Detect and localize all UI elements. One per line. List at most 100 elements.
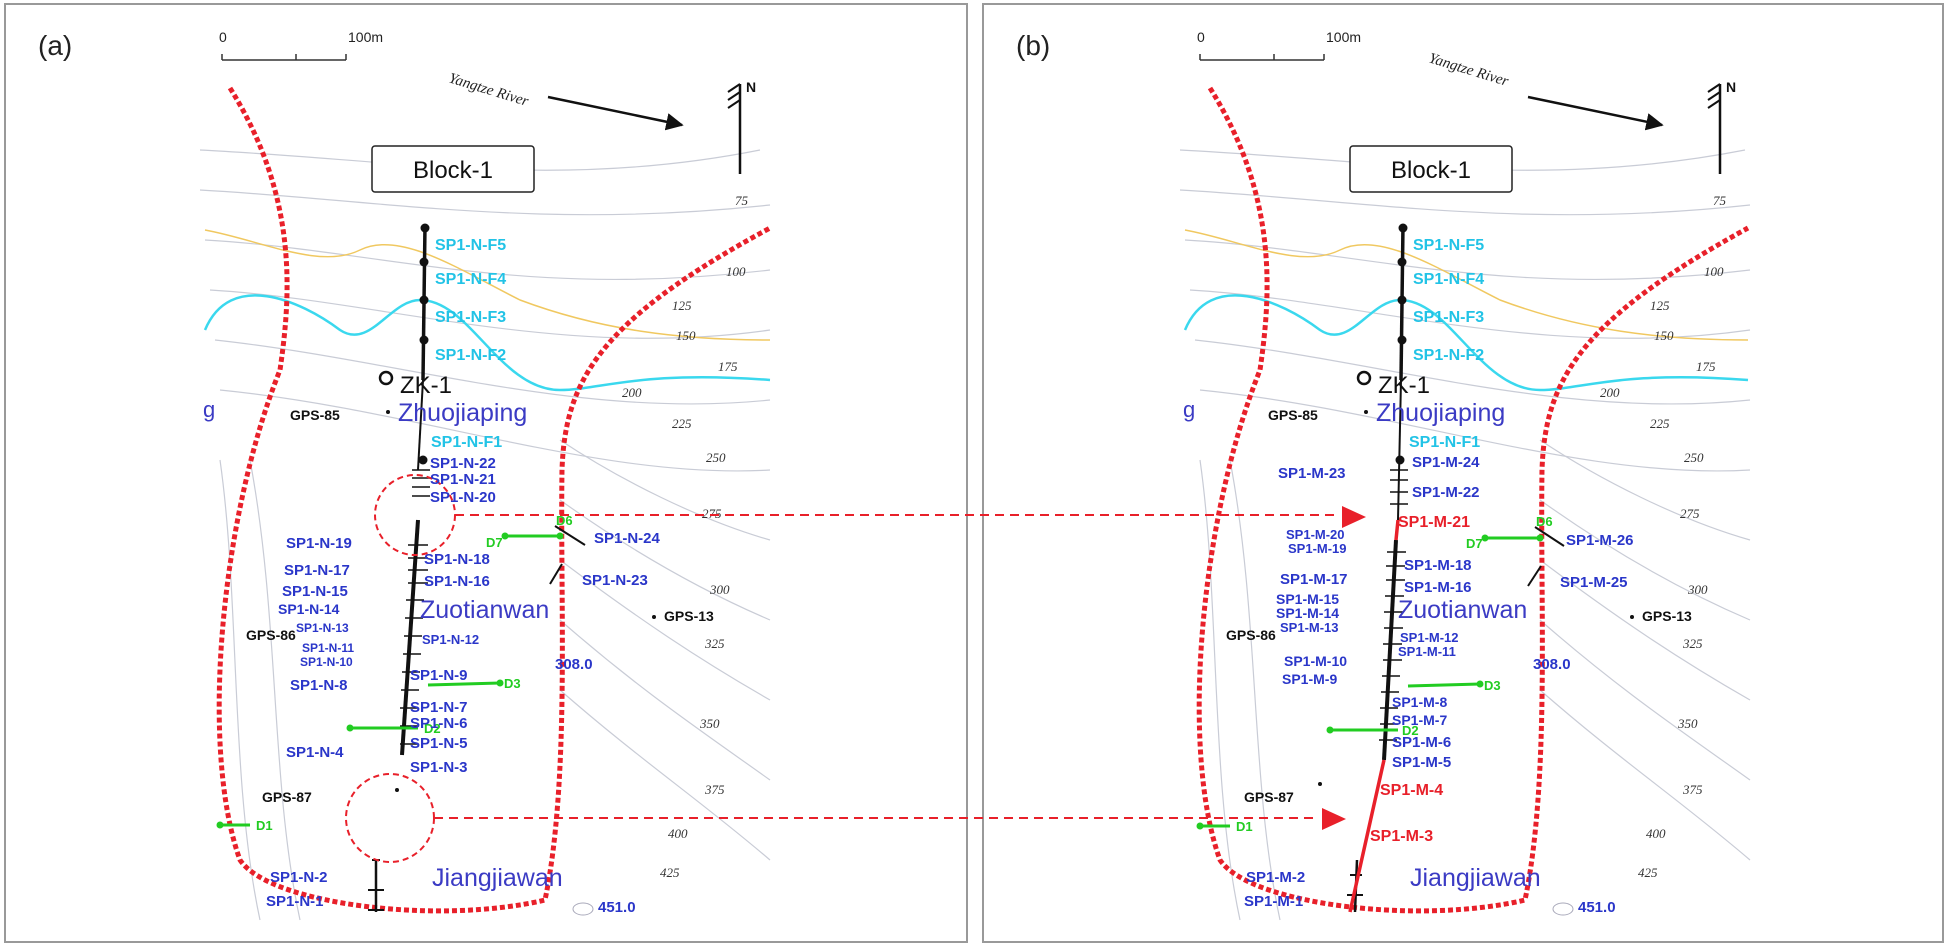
svg-text:300: 300 bbox=[1687, 582, 1708, 597]
svg-text:275: 275 bbox=[702, 506, 722, 521]
scale-end: 100m bbox=[1326, 29, 1361, 45]
svg-text:SP1-N-F1: SP1-N-F1 bbox=[1409, 434, 1480, 451]
elevation-labels: 308.0 451.0 bbox=[555, 656, 636, 916]
blue-station-labels: SP1-N-22 SP1-N-21 SP1-N-20 SP1-N-19 SP1-… bbox=[266, 455, 661, 910]
svg-text:SP1-M-1: SP1-M-1 bbox=[1244, 893, 1303, 910]
svg-text:GPS-86: GPS-86 bbox=[1226, 627, 1276, 643]
d-point-labels: D6 D7 D3 D2 D1 bbox=[1236, 514, 1553, 834]
scale-bar: 0 100m bbox=[219, 29, 383, 61]
svg-text:425: 425 bbox=[660, 865, 680, 880]
north-arrow-icon: N bbox=[727, 79, 756, 174]
place-label: Zuotianwan bbox=[1398, 596, 1527, 624]
svg-text:SP1-M-17: SP1-M-17 bbox=[1280, 571, 1348, 588]
new-station-marker bbox=[1342, 506, 1366, 528]
place-label: Jiangjiawan bbox=[432, 864, 563, 892]
svg-text:GPS-85: GPS-85 bbox=[1268, 407, 1318, 423]
blue-station-labels: SP1-M-24 SP1-M-23 SP1-M-22 SP1-M-20 SP1-… bbox=[1244, 454, 1634, 910]
svg-text:SP1-N-13: SP1-N-13 bbox=[296, 621, 349, 635]
scale-zero: 0 bbox=[1197, 29, 1205, 45]
svg-text:400: 400 bbox=[1646, 826, 1666, 841]
svg-text:SP1-M-13: SP1-M-13 bbox=[1280, 620, 1339, 635]
svg-text:GPS-86: GPS-86 bbox=[246, 627, 296, 643]
svg-text:SP1-N-16: SP1-N-16 bbox=[424, 573, 490, 590]
svg-text:SP1-M-11: SP1-M-11 bbox=[1398, 644, 1456, 659]
block-label: Block-1 bbox=[413, 157, 493, 184]
svg-text:D3: D3 bbox=[1484, 678, 1501, 693]
svg-text:SP1-M-9: SP1-M-9 bbox=[1282, 671, 1337, 687]
landslide-boundary bbox=[1196, 86, 1750, 914]
svg-text:SP1-N-F3: SP1-N-F3 bbox=[435, 309, 506, 326]
edge-letter: g bbox=[1183, 397, 1195, 422]
svg-text:175: 175 bbox=[1696, 359, 1716, 374]
svg-text:SP1-N-24: SP1-N-24 bbox=[594, 530, 661, 547]
svg-text:GPS-87: GPS-87 bbox=[1244, 789, 1294, 805]
borehole-label: ZK-1 bbox=[1378, 372, 1430, 399]
panel-a: 0 100m (a) Yangtze River N Block-1 bbox=[4, 3, 968, 943]
svg-text:300: 300 bbox=[709, 582, 730, 597]
place-label: Zhuojiaping bbox=[1376, 399, 1505, 427]
cyan-station-labels: SP1-N-F5 SP1-N-F4 SP1-N-F3 SP1-N-F2 SP1-… bbox=[431, 237, 506, 451]
contour-labels: 75 100 125 150 175 200 225 250 275 300 3… bbox=[622, 193, 749, 880]
borehole-label: ZK-1 bbox=[400, 372, 452, 399]
svg-text:SP1-M-22: SP1-M-22 bbox=[1412, 484, 1480, 501]
block-box bbox=[1349, 145, 1513, 193]
svg-text:100: 100 bbox=[726, 264, 746, 279]
svg-text:SP1-N-19: SP1-N-19 bbox=[286, 535, 352, 552]
svg-text:SP1-M-12: SP1-M-12 bbox=[1400, 630, 1459, 645]
svg-text:SP1-N-5: SP1-N-5 bbox=[410, 735, 468, 752]
svg-text:SP1-N-18: SP1-N-18 bbox=[424, 551, 490, 568]
svg-text:SP1-N-7: SP1-N-7 bbox=[410, 699, 468, 716]
svg-text:SP1-M-18: SP1-M-18 bbox=[1404, 557, 1472, 574]
place-label: Jiangjiawan bbox=[1410, 864, 1541, 892]
svg-text:SP1-N-12: SP1-N-12 bbox=[422, 632, 479, 647]
survey-nodes bbox=[1395, 223, 1408, 465]
svg-text:275: 275 bbox=[1680, 506, 1700, 521]
svg-text:D1: D1 bbox=[1236, 819, 1253, 834]
north-arrow-icon: N bbox=[1707, 79, 1736, 174]
svg-text:SP1-M-26: SP1-M-26 bbox=[1566, 532, 1634, 549]
survey-ticks bbox=[1379, 469, 1408, 741]
svg-text:SP1-M-7: SP1-M-7 bbox=[1392, 712, 1447, 728]
svg-text:SP1-N-11: SP1-N-11 bbox=[302, 641, 354, 655]
svg-text:SP1-M-3: SP1-M-3 bbox=[1370, 828, 1433, 845]
svg-text:175: 175 bbox=[718, 359, 738, 374]
svg-text:SP1-M-2: SP1-M-2 bbox=[1246, 869, 1305, 886]
svg-text:SP1-N-3: SP1-N-3 bbox=[410, 759, 468, 776]
survey-nodes bbox=[418, 223, 430, 465]
svg-text:SP1-N-F4: SP1-N-F4 bbox=[435, 271, 506, 288]
svg-text:GPS-85: GPS-85 bbox=[290, 407, 340, 423]
svg-text:375: 375 bbox=[1682, 782, 1703, 797]
new-station-marker bbox=[1322, 808, 1346, 830]
svg-text:SP1-M-21: SP1-M-21 bbox=[1398, 514, 1470, 531]
svg-text:125: 125 bbox=[1650, 298, 1670, 313]
svg-text:D2: D2 bbox=[1402, 723, 1419, 738]
svg-text:SP1-N-22: SP1-N-22 bbox=[430, 455, 496, 472]
svg-text:100: 100 bbox=[1704, 264, 1724, 279]
place-label: Zuotianwan bbox=[420, 596, 549, 624]
svg-text:D3: D3 bbox=[504, 676, 521, 691]
svg-text:425: 425 bbox=[1638, 865, 1658, 880]
panel-frame bbox=[982, 3, 1944, 943]
svg-text:SP1-M-14: SP1-M-14 bbox=[1276, 605, 1339, 621]
svg-text:GPS-13: GPS-13 bbox=[664, 608, 714, 624]
stream-line bbox=[204, 229, 771, 341]
svg-text:SP1-N-10: SP1-N-10 bbox=[300, 655, 353, 669]
svg-text:325: 325 bbox=[704, 636, 725, 651]
svg-text:SP1-N-17: SP1-N-17 bbox=[284, 562, 350, 579]
svg-text:D7: D7 bbox=[486, 535, 503, 550]
svg-text:SP1-N-F2: SP1-N-F2 bbox=[435, 347, 506, 364]
survey-ticks bbox=[400, 469, 430, 745]
svg-text:350: 350 bbox=[699, 716, 720, 731]
borehole-icon bbox=[378, 370, 394, 386]
branch-d3 bbox=[1407, 682, 1481, 688]
svg-text:200: 200 bbox=[1600, 385, 1620, 400]
d-point-labels: D6 D7 D3 D2 D1 bbox=[256, 513, 573, 833]
north-label: N bbox=[746, 79, 756, 95]
block-box bbox=[371, 145, 535, 193]
svg-text:308.0: 308.0 bbox=[555, 656, 593, 673]
block-label: Block-1 bbox=[1391, 157, 1471, 184]
panel-b: 0 100m (b) Yangtze River N Block-1 bbox=[982, 3, 1944, 943]
svg-text:SP1-M-15: SP1-M-15 bbox=[1276, 591, 1339, 607]
svg-text:451.0: 451.0 bbox=[1578, 899, 1616, 916]
svg-text:SP1-N-F2: SP1-N-F2 bbox=[1413, 347, 1484, 364]
